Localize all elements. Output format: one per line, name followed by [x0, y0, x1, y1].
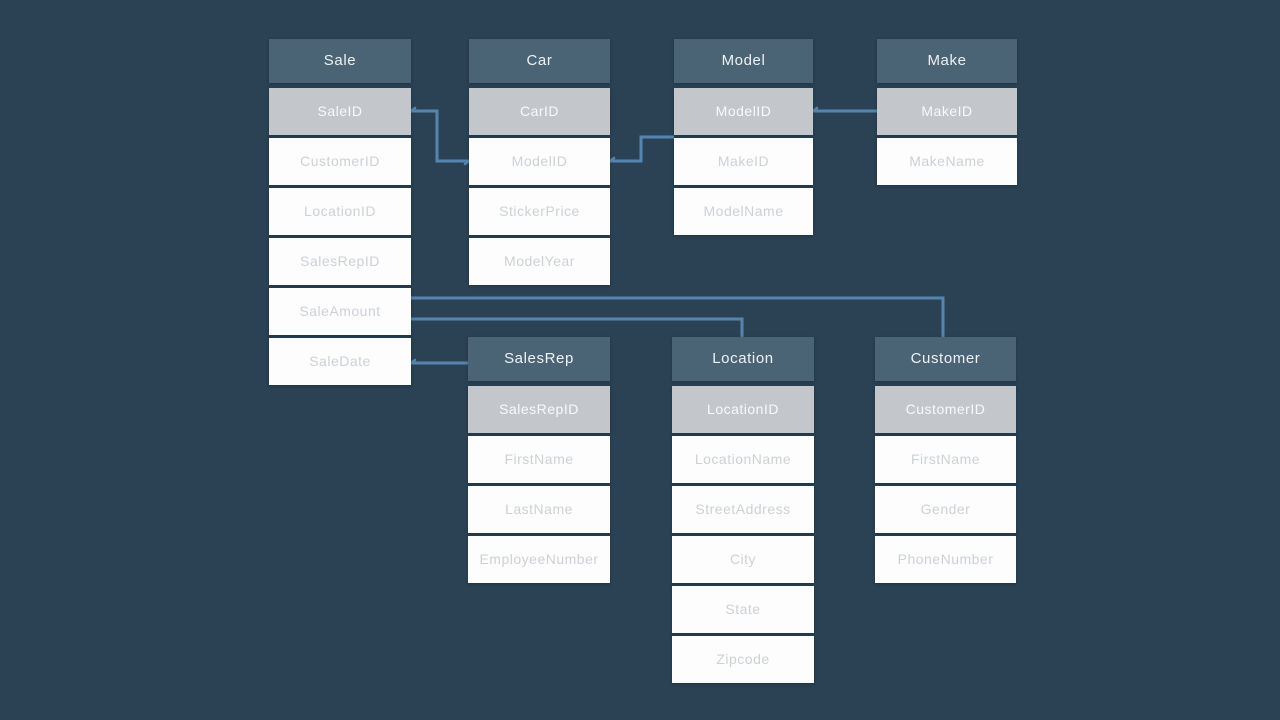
field-model-makeid: MakeID — [674, 138, 813, 185]
table-make-title: Make — [877, 39, 1017, 83]
field-car-stickerprice: StickerPrice — [469, 188, 610, 235]
field-car-modelyear: ModelYear — [469, 238, 610, 285]
table-sale-title: Sale — [269, 39, 411, 83]
table-car-title: Car — [469, 39, 610, 83]
field-make-makename: MakeName — [877, 138, 1017, 185]
field-location-state: State — [672, 586, 814, 633]
field-customer-customerid: CustomerID — [875, 386, 1016, 433]
table-model-title: Model — [674, 39, 813, 83]
field-sale-salesrepid: SalesRepID — [269, 238, 411, 285]
connector-sale-to-customer — [411, 296, 945, 339]
field-location-locationid: LocationID — [672, 386, 814, 433]
connector-sale-saleid-to-car-modelid — [411, 109, 469, 163]
field-salesrep-lastname: LastName — [468, 486, 610, 533]
field-salesrep-firstname: FirstName — [468, 436, 610, 483]
field-model-modelid: ModelID — [674, 88, 813, 135]
field-location-streetaddress: StreetAddress — [672, 486, 814, 533]
field-sale-saleamount: SaleAmount — [269, 288, 411, 335]
field-sale-saledate: SaleDate — [269, 338, 411, 385]
field-model-modelname: ModelName — [674, 188, 813, 235]
field-car-modelid: ModelID — [469, 138, 610, 185]
field-customer-phonenumber: PhoneNumber — [875, 536, 1016, 583]
field-location-zipcode: Zipcode — [672, 636, 814, 683]
table-customer-title: Customer — [875, 337, 1016, 381]
field-sale-customerid: CustomerID — [269, 138, 411, 185]
field-customer-firstname: FirstName — [875, 436, 1016, 483]
field-customer-gender: Gender — [875, 486, 1016, 533]
field-location-city: City — [672, 536, 814, 583]
field-location-locationname: LocationName — [672, 436, 814, 483]
field-salesrep-salesrepid: SalesRepID — [468, 386, 610, 433]
field-make-makeid: MakeID — [877, 88, 1017, 135]
table-location-title: Location — [672, 337, 814, 381]
field-sale-saleid: SaleID — [269, 88, 411, 135]
field-car-carid: CarID — [469, 88, 610, 135]
field-salesrep-employeenumber: EmployeeNumber — [468, 536, 610, 583]
table-salesrep-title: SalesRep — [468, 337, 610, 381]
connector-car-modelid-to-model — [610, 135, 674, 163]
connector-sale-to-location — [411, 317, 744, 339]
field-sale-locationid: LocationID — [269, 188, 411, 235]
